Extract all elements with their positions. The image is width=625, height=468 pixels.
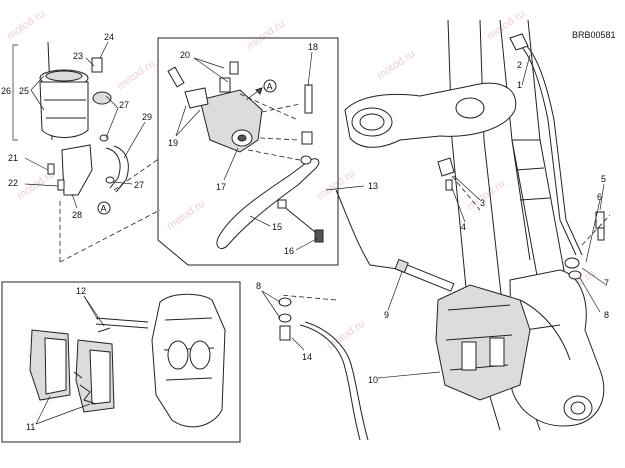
connector-a-lower: A [101, 204, 107, 214]
watermark-text: motod.ru [165, 198, 207, 233]
callout-11: 11 [26, 422, 35, 432]
watermark-text: motod.ru [325, 318, 367, 353]
master-cylinder-panel [157, 37, 339, 266]
callout-22: 22 [8, 178, 18, 188]
callout-27-lower: 27 [134, 180, 144, 190]
callout-7: 7 [604, 278, 609, 288]
callout-13: 13 [368, 181, 378, 191]
front-fork [344, 19, 605, 431]
caliper-pads-inset [1, 281, 241, 443]
watermark-text: motod.ru [5, 8, 47, 43]
watermark-text: motod.ru [115, 58, 157, 93]
watermark-text: motod.ru [315, 168, 357, 203]
callout-25: 25 [19, 86, 29, 96]
callout-15: 15 [272, 222, 282, 232]
callout-1: 1 [517, 80, 522, 90]
callout-10: 10 [368, 375, 378, 385]
leader-lines [24, 41, 606, 425]
connector-labels: A A [101, 79, 277, 214]
callout-26: 26 [1, 86, 11, 96]
callout-5: 5 [601, 174, 606, 184]
callout-21: 21 [8, 153, 18, 163]
callout-3: 3 [480, 198, 485, 208]
connection-lines [59, 157, 611, 301]
watermark-text: motod.ru [465, 178, 507, 213]
callout-4: 4 [461, 222, 466, 232]
callout-17: 17 [216, 182, 226, 192]
reference-code: BRB00581 [572, 30, 616, 40]
callout-8-right: 8 [604, 310, 609, 320]
watermark-text: motod.ru [375, 48, 417, 83]
callout-6: 6 [597, 192, 602, 202]
callout-28: 28 [72, 210, 82, 220]
brake-fluid-reservoir [12, 41, 129, 215]
watermark-text: motod.ru [245, 18, 287, 53]
callout-27-upper: 27 [119, 100, 129, 110]
connector-a-upper: A [267, 82, 273, 92]
callout-2: 2 [517, 60, 522, 70]
callout-9: 9 [384, 310, 389, 320]
callout-12: 12 [76, 286, 86, 296]
callout-16: 16 [284, 246, 294, 256]
callout-24: 24 [104, 32, 114, 42]
callout-23: 23 [73, 51, 83, 61]
callout-numbers: 1 2 3 4 5 6 7 8 8 9 10 11 12 13 14 15 16… [1, 32, 609, 432]
brake-caliper [394, 258, 531, 401]
callout-20: 20 [180, 50, 190, 60]
callout-29: 29 [142, 112, 152, 122]
callout-19: 19 [168, 138, 178, 148]
callout-14: 14 [302, 352, 312, 362]
callout-18: 18 [308, 42, 318, 52]
brake-hose [278, 33, 605, 441]
callout-8-upper: 8 [256, 281, 261, 291]
